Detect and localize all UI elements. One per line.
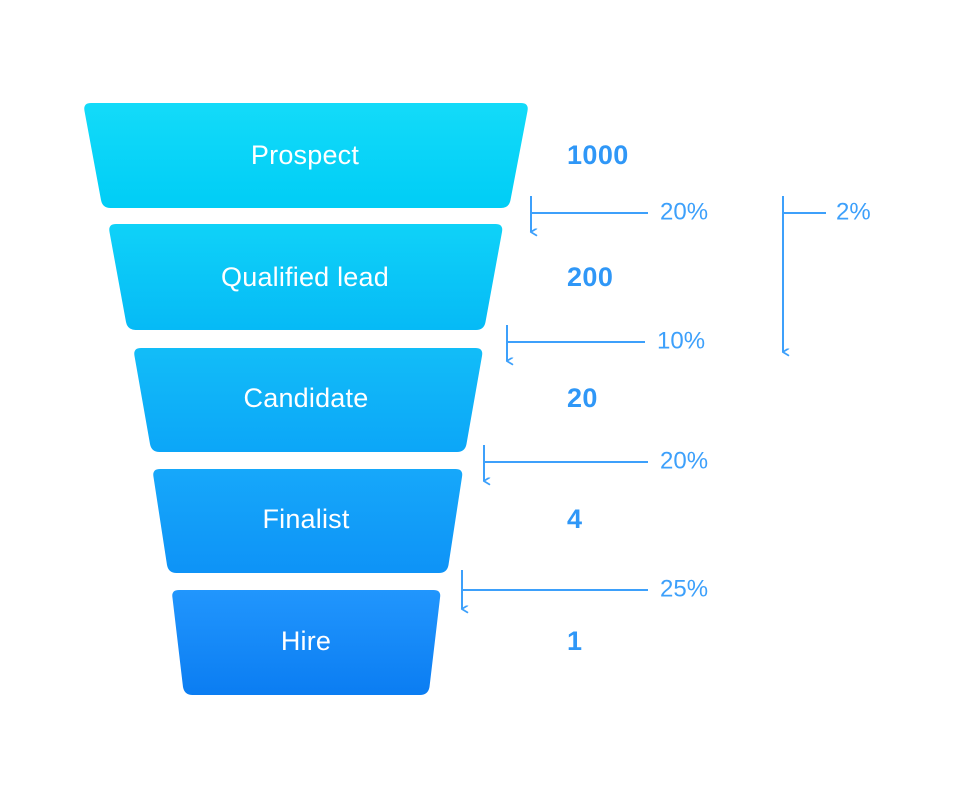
conversion-label-1: 20%	[660, 198, 708, 225]
funnel-value-prospect: 1000	[567, 140, 629, 170]
conversion-connector-2: 10%	[507, 325, 705, 361]
funnel-segment-qualified-lead[interactable]: Qualified lead	[109, 224, 503, 330]
overall-conversion-bracket: 2%	[783, 196, 871, 352]
funnel-segment-finalist-label: Finalist	[262, 504, 349, 534]
funnel-segment-prospect[interactable]: Prospect	[84, 103, 528, 208]
funnel-value-hire: 1	[567, 626, 582, 656]
funnel-segment-prospect-label: Prospect	[251, 140, 359, 170]
funnel-segment-prospect-shape	[84, 103, 528, 208]
conversion-label-4: 25%	[660, 575, 708, 602]
conversion-label-2: 10%	[657, 327, 705, 354]
funnel-value-qualified-lead: 200	[567, 262, 613, 292]
funnel-segment-hire[interactable]: Hire	[172, 590, 441, 695]
funnel-segment-hire-shape	[172, 590, 441, 695]
funnel-segment-candidate[interactable]: Candidate	[134, 348, 483, 452]
overall-conversion-label: 2%	[836, 198, 871, 225]
funnel-segment-candidate-shape	[134, 348, 483, 452]
conversion-connector-3: 20%	[484, 445, 708, 481]
conversion-label-3: 20%	[660, 447, 708, 474]
funnel-segment-finalist-shape	[153, 469, 463, 573]
funnel-segment-qualified-lead-label: Qualified lead	[221, 262, 389, 292]
funnel-value-finalist: 4	[567, 504, 582, 534]
conversion-connector-4: 25%	[462, 570, 708, 609]
funnel-segment-candidate-label: Candidate	[244, 383, 369, 413]
funnel-segment-qualified-lead-shape	[109, 224, 503, 330]
conversion-connector-1: 20%	[531, 196, 708, 232]
funnel-value-candidate: 20	[567, 383, 598, 413]
funnel-segment-finalist[interactable]: Finalist	[153, 469, 463, 573]
funnel-segment-hire-label: Hire	[281, 626, 331, 656]
